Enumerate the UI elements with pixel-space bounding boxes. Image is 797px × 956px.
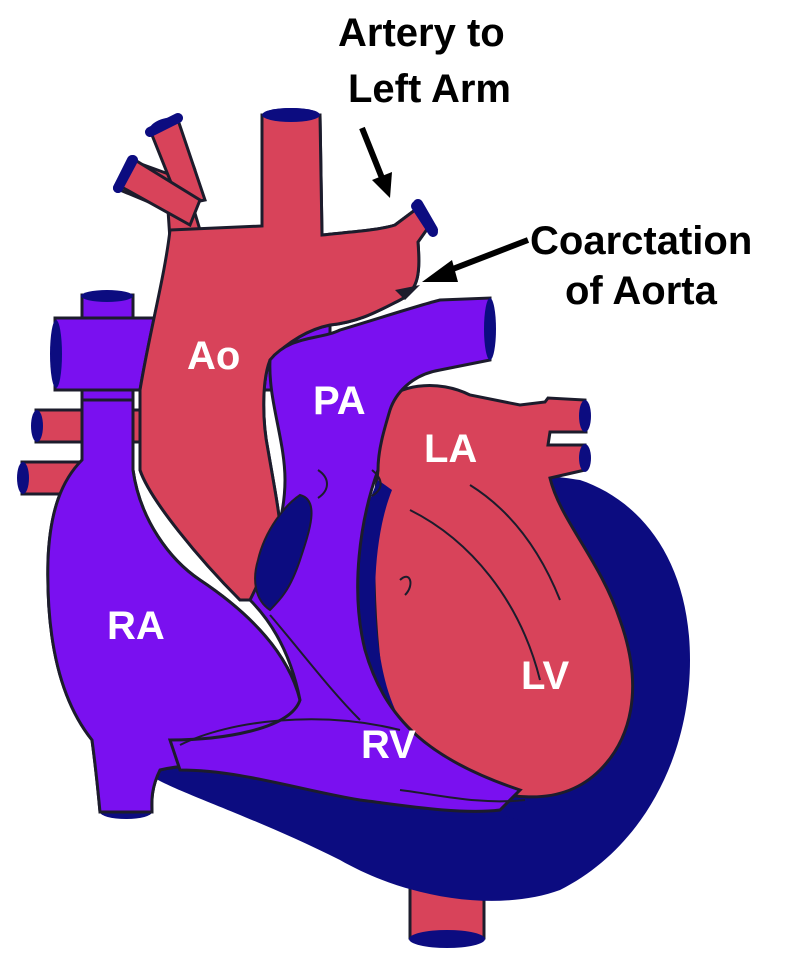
label-left-atrium: LA	[424, 427, 477, 471]
la-vein-cap-upper	[579, 400, 591, 432]
lpa-cap	[484, 298, 496, 360]
rpv-lower-cap	[17, 462, 29, 494]
callout-artery-line1: Artery to	[338, 11, 505, 55]
la-vein-cap-lower	[579, 444, 591, 472]
label-pulmonary-artery: PA	[313, 379, 366, 423]
coarctation-arrow	[422, 240, 528, 282]
callout-coarctation-line1: Coarctation	[530, 219, 752, 263]
svc-cap	[81, 290, 133, 302]
label-left-ventricle: LV	[521, 654, 569, 698]
label-right-atrium: RA	[107, 604, 165, 648]
artery-arrow	[362, 128, 392, 198]
aorta-top-cap	[262, 108, 320, 122]
label-aorta: Ao	[187, 334, 240, 378]
rpv-upper-cap	[31, 410, 43, 442]
callout-coarctation-line2: of Aorta	[565, 269, 718, 313]
label-right-ventricle: RV	[361, 723, 416, 767]
rpa-cap	[50, 320, 62, 388]
callout-artery-line2: Left Arm	[348, 67, 511, 111]
